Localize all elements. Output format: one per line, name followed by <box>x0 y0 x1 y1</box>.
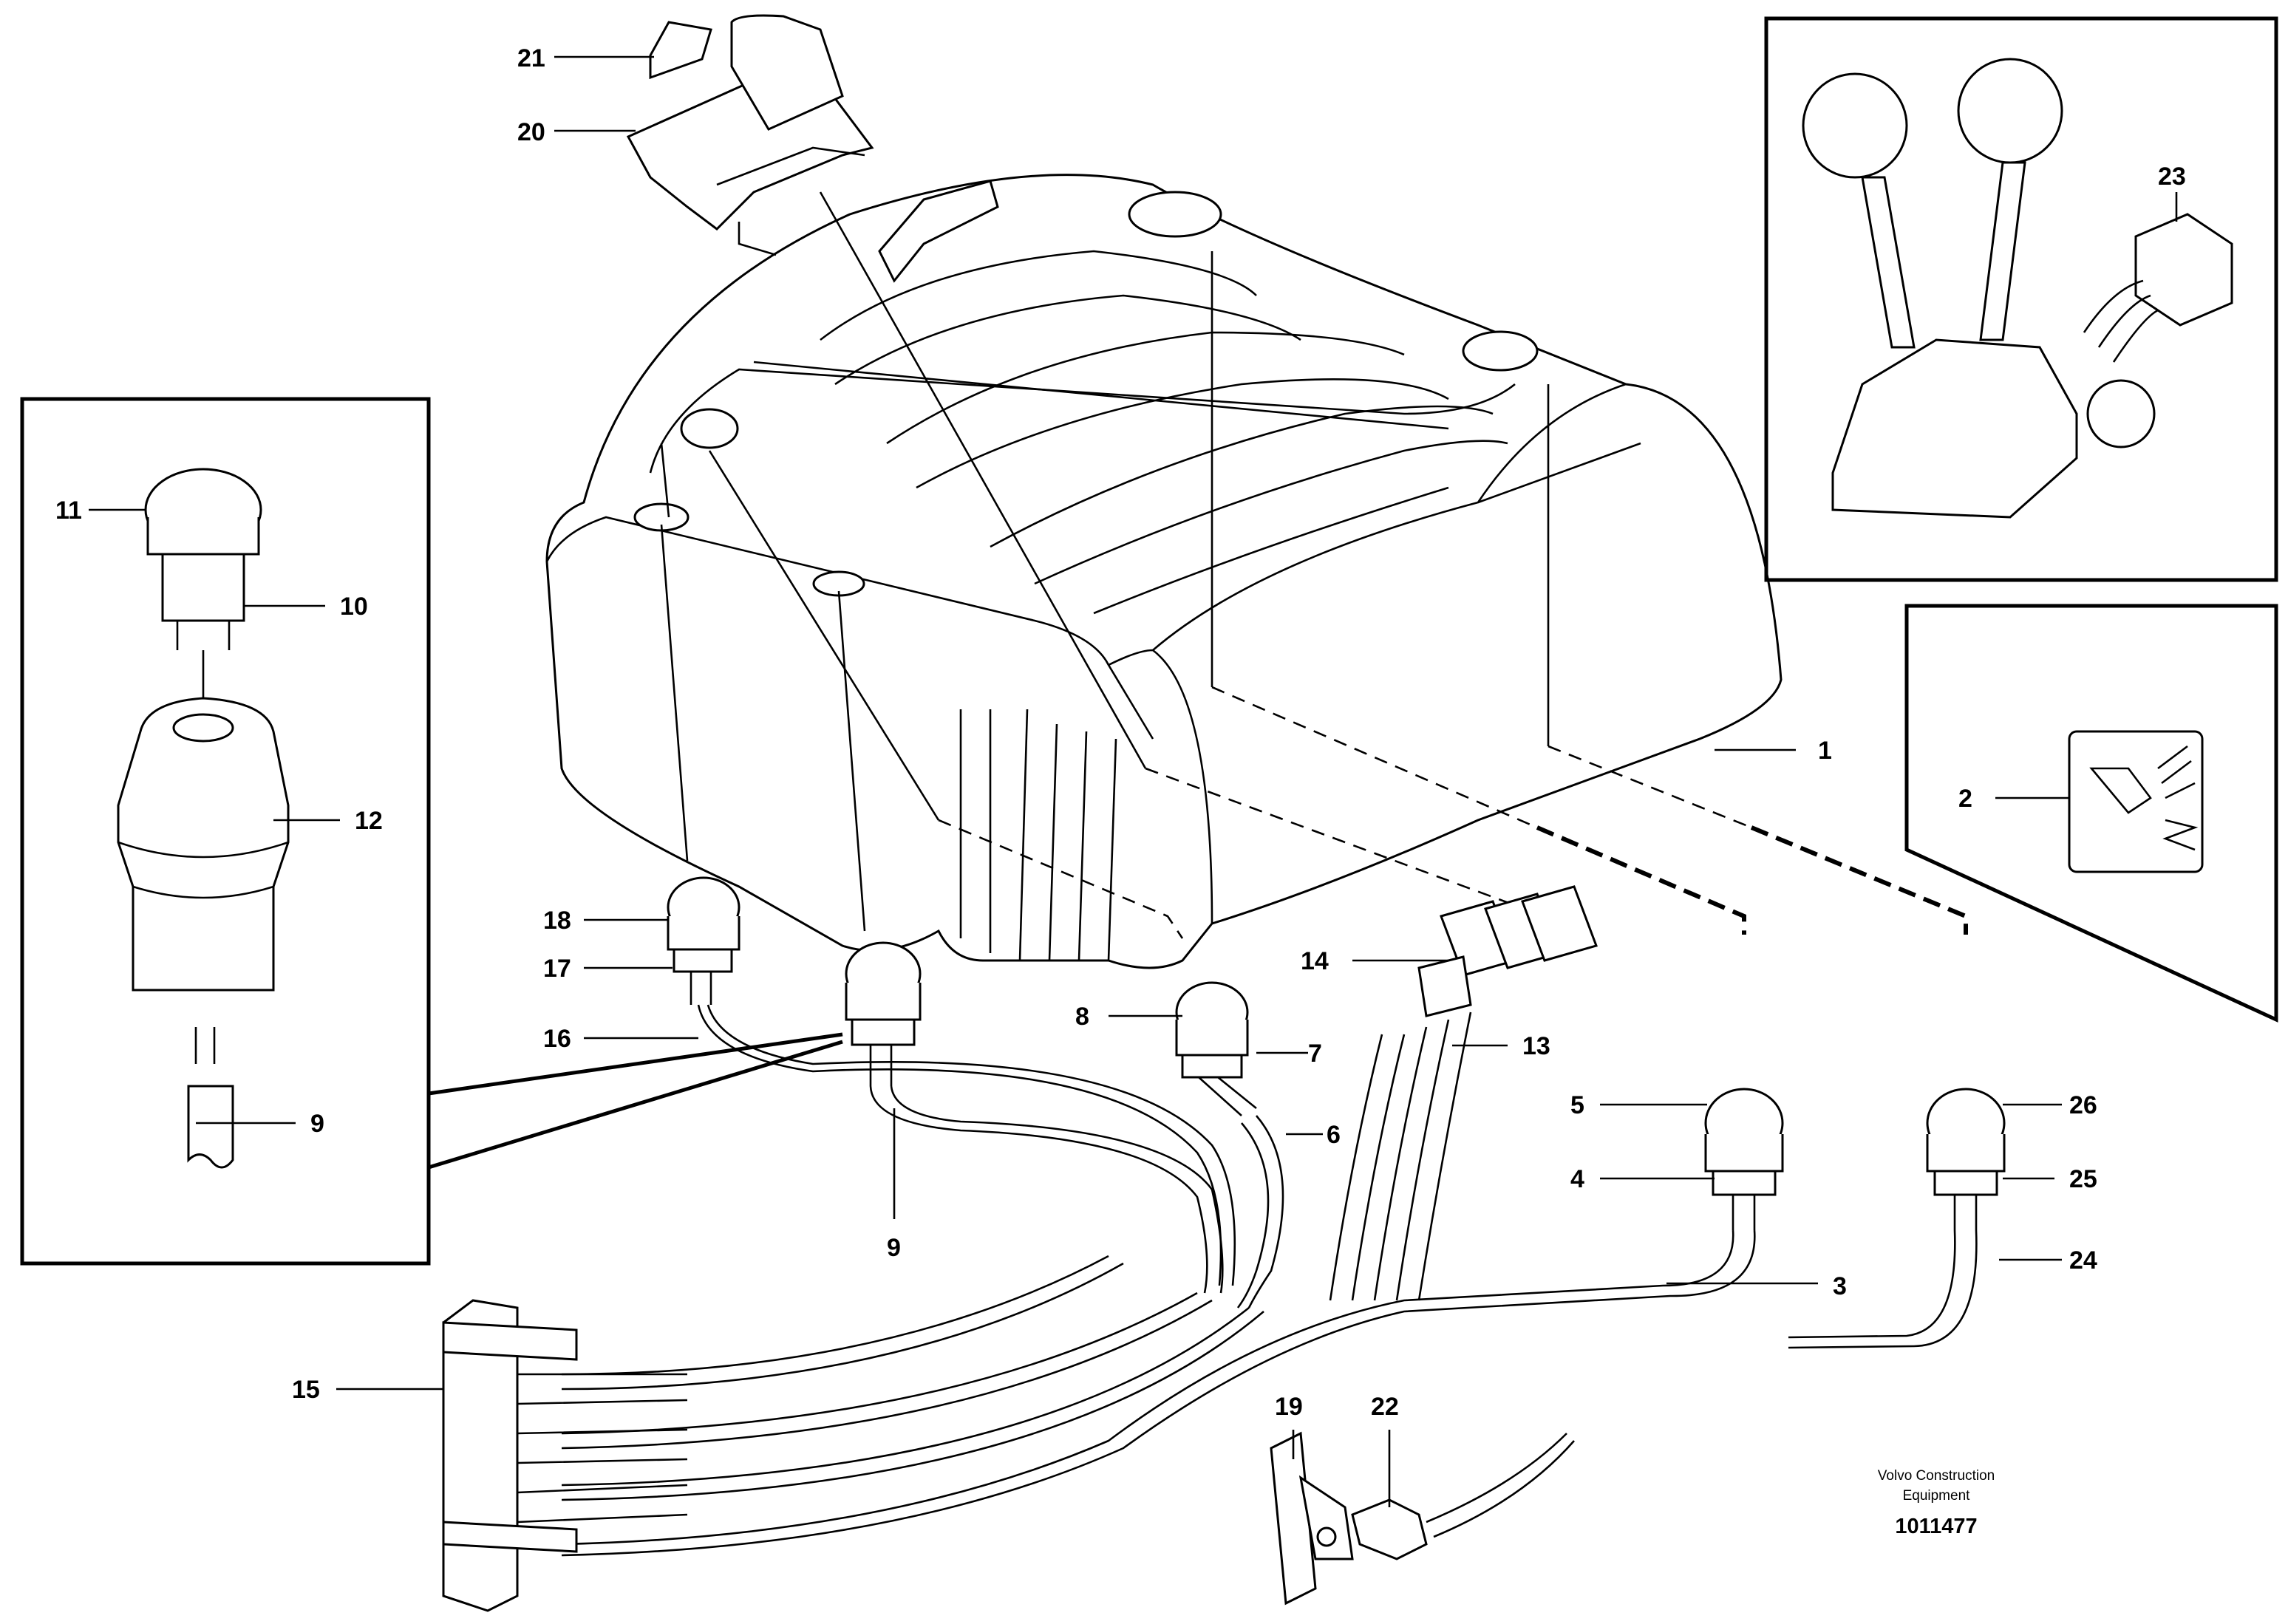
clip-19-tie-22 <box>1270 1431 1575 1606</box>
connector-14 <box>1417 885 1598 1017</box>
callout-24: 24 <box>2069 1246 2097 1275</box>
credit-line-1: Volvo Construction <box>1878 1468 1995 1484</box>
callout-9: 9 <box>887 1234 901 1262</box>
callout-20: 20 <box>517 118 545 146</box>
push-button-5 <box>1704 1088 1784 1230</box>
callout-19: 19 <box>1275 1393 1303 1421</box>
callout-25: 25 <box>2069 1165 2097 1193</box>
callout-23: 23 <box>2158 163 2186 191</box>
callout-12: 12 <box>355 807 383 835</box>
callout-9-inset: 9 <box>310 1110 324 1138</box>
leader-lines <box>89 55 2178 1507</box>
credit-line-2: Equipment <box>1903 1488 1971 1504</box>
credit-block: Volvo Construction Equipment 1011477 <box>1878 1468 1995 1538</box>
assembly-dashed-lines <box>660 191 1968 939</box>
callout-22: 22 <box>1371 1393 1399 1421</box>
callout-21: 21 <box>517 44 545 72</box>
callout-labels: 21 20 23 11 10 1 2 12 18 17 14 8 16 7 13… <box>55 44 2186 1421</box>
push-button-9 <box>845 941 922 1086</box>
lever-detail-inset <box>1764 16 2278 582</box>
decal-detail-inset <box>1904 604 2278 1023</box>
callout-7: 7 <box>1308 1040 1322 1068</box>
callout-11: 11 <box>55 497 82 525</box>
callout-5: 5 <box>1570 1091 1584 1119</box>
callout-4: 4 <box>1570 1165 1584 1193</box>
push-button-26 <box>1926 1088 2006 1230</box>
wiring-harness <box>561 1004 1978 1557</box>
callout-13: 13 <box>1522 1032 1550 1060</box>
callout-14: 14 <box>1301 947 1329 975</box>
callout-10: 10 <box>340 593 368 621</box>
push-button-8 <box>1175 981 1257 1116</box>
document-number: 1011477 <box>1895 1515 1977 1538</box>
callout-6: 6 <box>1327 1121 1341 1149</box>
callout-8: 8 <box>1075 1003 1089 1031</box>
console-cover <box>545 174 1783 969</box>
callout-17: 17 <box>543 955 571 983</box>
button-detail-inset <box>20 397 843 1266</box>
callout-2: 2 <box>1958 785 1972 813</box>
callout-1: 1 <box>1818 737 1832 765</box>
callout-15: 15 <box>292 1376 320 1404</box>
push-button-18 <box>667 876 740 1005</box>
callout-16: 16 <box>543 1025 571 1053</box>
callout-26: 26 <box>2069 1091 2097 1119</box>
callout-3: 3 <box>1833 1272 1847 1300</box>
callout-18: 18 <box>543 907 571 935</box>
rocker-switch <box>626 14 874 256</box>
multi-pin-connector-15 <box>442 1299 688 1612</box>
